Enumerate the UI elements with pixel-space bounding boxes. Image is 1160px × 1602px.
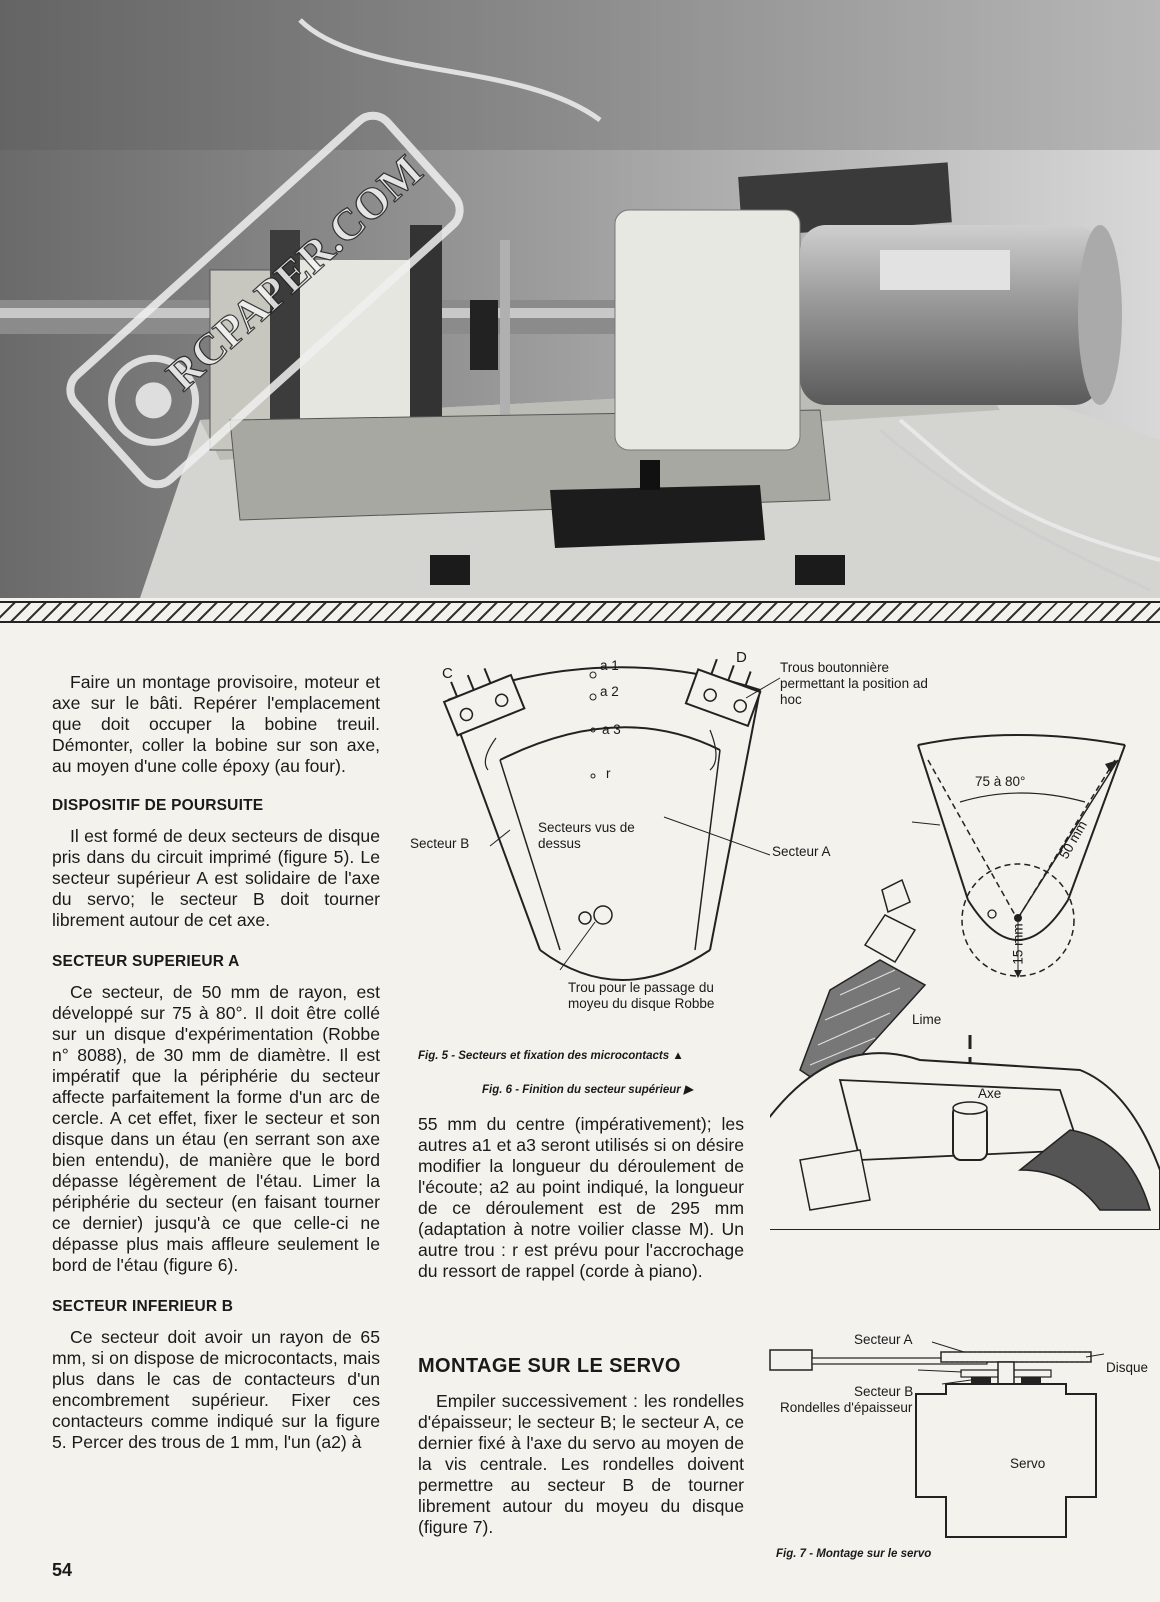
label-secteur-b: Secteur B [410, 836, 470, 851]
figure-5-sectors: C D a 1 a 2 a 3 r Trous boutonnière perm… [410, 649, 928, 1030]
figure-7-caption: Fig. 7 - Montage sur le servo [776, 1548, 932, 1560]
figure-6-caption: Fig. 6 - Finition du secteur supérieur ▶ [482, 1084, 693, 1096]
heading-dispositif-poursuite: DISPOSITIF DE POURSUITE [52, 797, 264, 814]
figure-7-servo-assembly: Secteur A Disque Secteur B Rondelles d'é… [766, 1332, 1156, 1552]
paragraph-secteur-b: Ce secteur doit avoir un rayon de 65 mm,… [52, 1327, 380, 1452]
label-trou-passage: Trou pour le passage du moyeu du disque … [568, 980, 715, 1011]
label-disque: Disque [1106, 1360, 1149, 1375]
label-c: C [442, 665, 453, 682]
heading-secteur-inferieur-b: SECTEUR INFERIEUR B [52, 1298, 234, 1315]
label-secteurs-vus-de-dessus: Secteurs vus de dessus [538, 820, 635, 851]
paragraph-intro: Faire un montage provisoire, moteur et a… [52, 672, 380, 776]
text-column-middle: 55 mm du centre (impérativement); les au… [418, 1114, 744, 1282]
heading-montage-sur-le-servo: MONTAGE SUR LE SERVO [418, 1355, 681, 1377]
paragraph-continuation: 55 mm du centre (impérativement); les au… [418, 1114, 744, 1281]
label-axe: Axe [978, 1086, 1002, 1101]
label-hole-r: r [606, 766, 611, 781]
page-number: 54 [52, 1560, 73, 1580]
label-hole-a3: a 3 [602, 722, 621, 737]
decorative-separator [0, 601, 1160, 623]
paragraph-poursuite: Il est formé de deux secteurs de disque … [52, 826, 380, 930]
figure-5-caption: Fig. 5 - Secteurs et fixation des microc… [418, 1050, 684, 1062]
label-lime: Lime [912, 1012, 942, 1027]
label-secteur-b-fig7: Secteur B [854, 1384, 914, 1399]
label-angle: 75 à 80° [975, 774, 1026, 789]
label-hole-a2: a 2 [600, 684, 619, 699]
label-servo: Servo [1010, 1456, 1046, 1471]
label-d: D [736, 649, 747, 666]
text-column-middle-lower: MONTAGE SUR LE SERVO Empiler successivem… [418, 1356, 744, 1538]
paragraph-montage: Empiler successivement : les rondelles d… [418, 1391, 744, 1537]
figure-6-filing: 75 à 80° 50 mm 15 mm Lime Axe [770, 730, 1160, 1230]
label-secteur-a: Secteur A [772, 844, 831, 859]
label-secteur-a-fig7: Secteur A [854, 1332, 913, 1347]
paragraph-secteur-a: Ce secteur, de 50 mm de rayon, est dével… [52, 982, 380, 1275]
heading-secteur-superieur-a: SECTEUR SUPERIEUR A [52, 953, 240, 970]
header-photo: RCPAPER.COM [0, 0, 1160, 598]
text-column-left: Faire un montage provisoire, moteur et a… [52, 672, 380, 1453]
label-trous-boutonniere: Trous boutonnière permettant la position… [780, 660, 928, 707]
label-15mm: 15 mm [1010, 923, 1026, 965]
label-hole-a1: a 1 [600, 658, 619, 673]
label-rondelles: Rondelles d'épaisseur [780, 1400, 913, 1415]
